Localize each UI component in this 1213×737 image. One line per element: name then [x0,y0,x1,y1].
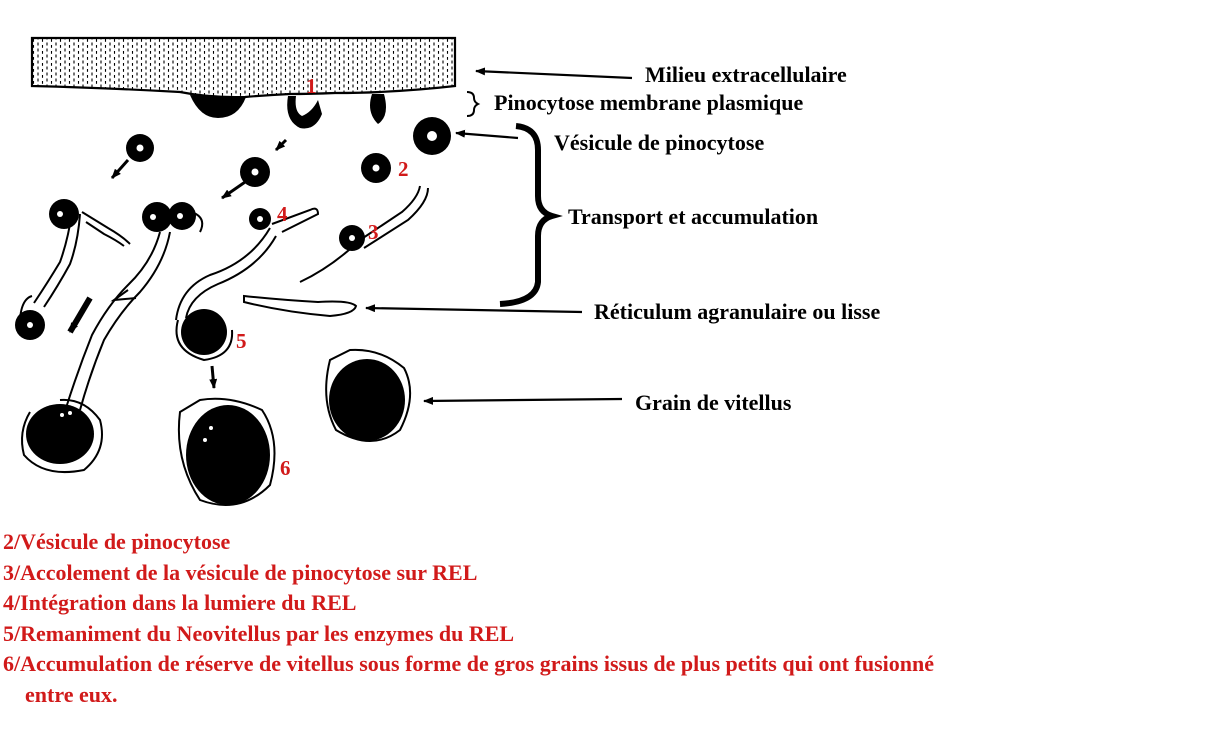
label-grain-vitellus: Grain de vitellus [635,390,792,415]
label-arrows [365,67,633,405]
legend-line-4: 4/Intégration dans la lumiere du REL [3,590,357,615]
pinocytosis-vesicles [126,117,451,251]
stage-number-1: 1 [306,74,317,98]
legend-line-6-continued: entre eux. [25,681,118,707]
braces [466,91,563,307]
stage-number-5: 5 [236,329,247,353]
stage-number-4: 4 [277,202,288,226]
movement-arrows [67,138,288,389]
label-milieu-extracellulaire: Milieu extracellulaire [645,62,847,87]
reticulum-tubules [18,185,429,506]
legend-line-5: 5/Remaniment du Neovitellus par les enzy… [3,620,515,646]
label-reticulum: Réticulum agranulaire ou lisse [594,299,881,324]
legend-line-6: 6/Accumulation de réserve de vitellus so… [3,651,934,676]
label-pinocytose-membrane: Pinocytose membrane plasmique [494,90,804,115]
stage-number-2: 2 [398,157,409,181]
legend-line-2: 2/Vésicule de pinocytose [3,529,231,554]
stage-number-3: 3 [368,220,379,244]
legend-line-3: 3/Accolement de la vésicule de pinocytos… [3,559,478,585]
legend: 2/Vésicule de pinocytose 3/Accolement de… [3,527,934,710]
stage-number-6: 6 [280,456,291,480]
label-vesicule-pinocytose: Vésicule de pinocytose [554,130,765,155]
membrane-invaginations [190,94,386,129]
vitellus-bodies [15,199,405,505]
label-transport-accumulation: Transport et accumulation [568,204,819,229]
extracellular-medium [30,36,457,99]
